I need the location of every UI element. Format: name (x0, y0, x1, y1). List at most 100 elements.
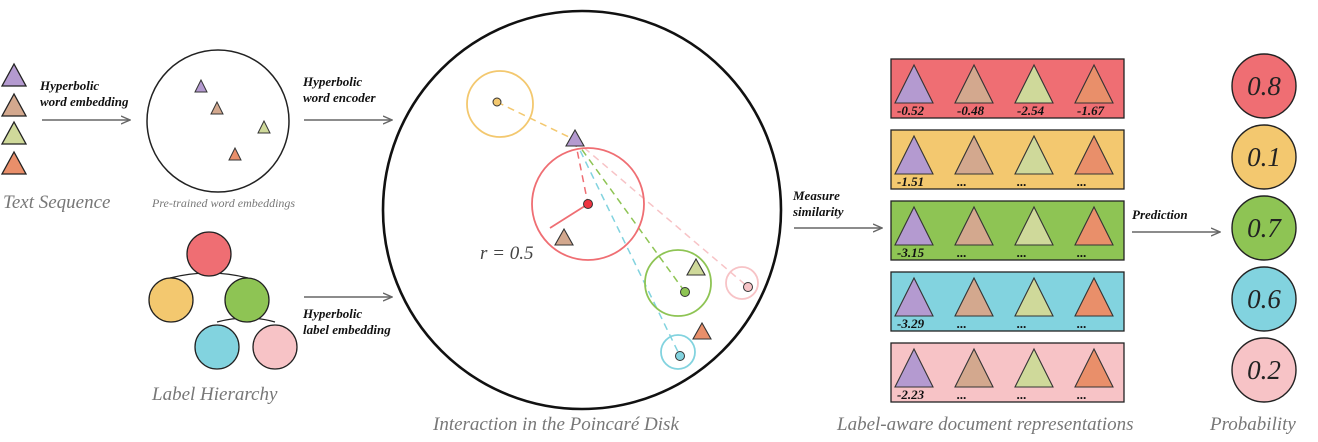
row-triangle-purple (894, 205, 934, 246)
probability-circle (1231, 53, 1297, 119)
row-value: ... (957, 174, 967, 189)
label-hyperbolic-label-embedding-2: label embedding (303, 322, 391, 337)
row-value: -2.54 (1017, 103, 1045, 118)
row-triangle-tan (954, 63, 994, 104)
embedding-triangle-tan (210, 100, 224, 115)
row-value: ... (1017, 174, 1027, 189)
label-hyperbolic-word-encoder-1: Hyperbolic (302, 74, 362, 89)
ball-yellow (466, 70, 534, 138)
probability-circle (1231, 337, 1297, 403)
probability-circle (1231, 195, 1297, 261)
row-triangle-tan (954, 276, 994, 317)
tree-node-green (224, 277, 270, 323)
center-cyan (675, 351, 685, 361)
row-triangle-purple (894, 63, 934, 104)
caption-probability: Probability (1209, 414, 1296, 435)
row-value: -1.67 (1077, 103, 1105, 118)
tree-node-yellow (148, 277, 194, 323)
row-value: ... (957, 245, 967, 260)
label-measure-similarity-1: Measure (792, 188, 840, 203)
token-triangle-orange (0, 150, 28, 175)
probability-circle (1231, 266, 1297, 332)
disk-triangle-tan (554, 227, 574, 246)
probability-item: 0.6 (1231, 266, 1297, 332)
embedding-triangle-purple (194, 78, 208, 93)
row-triangle-tan (954, 134, 994, 175)
row-triangle-lime (1014, 205, 1054, 246)
row-triangle-orange (1074, 276, 1114, 317)
row-value: -3.29 (897, 316, 925, 331)
label-hyperbolic-label-embedding-1: Hyperbolic (302, 306, 362, 321)
row-value: ... (1017, 245, 1027, 260)
row-triangle-tan (954, 347, 994, 388)
probability-column: 0.8 0.1 0.7 0.6 0.2 (1231, 53, 1297, 403)
caption-label-hierarchy: Label Hierarchy (151, 384, 278, 405)
label-hyperbolic-word-encoder-2: word encoder (303, 90, 377, 105)
representation-row: -3.15......... (890, 200, 1125, 261)
center-green (680, 287, 690, 297)
row-triangle-purple (894, 134, 934, 175)
dashed-link-cyan (574, 139, 681, 357)
probability-value: 0.2 (1247, 355, 1281, 385)
dashed-link-yellow (496, 101, 576, 141)
token-triangle-tan (0, 92, 28, 117)
row-triangle-lime (1014, 63, 1054, 104)
caption-pretrained-embeddings: Pre-trained word embeddings (151, 196, 295, 210)
disk-triangle-purple (565, 128, 585, 147)
row-triangle-orange (1074, 205, 1114, 246)
probability-value: 0.7 (1247, 213, 1282, 243)
row-triangle-orange (1074, 63, 1114, 104)
row-value: ... (1017, 387, 1027, 402)
tree-node-pink (252, 324, 298, 370)
label-aware-representations: -0.52 -0.48 -2.54 -1.67 -1.51......... -3.15.… (890, 58, 1125, 403)
dashed-link-red (574, 139, 589, 205)
row-value: ... (1017, 316, 1027, 331)
row-value: -0.48 (957, 103, 985, 118)
representation-row: -0.52 -0.48 -2.54 -1.67 (890, 58, 1125, 119)
center-red (583, 199, 593, 209)
probability-item: 0.1 (1231, 124, 1297, 190)
row-value: ... (957, 316, 967, 331)
row-triangle-tan (954, 205, 994, 246)
center-pink (743, 282, 753, 292)
radius-label: r = 0.5 (480, 243, 533, 264)
label-prediction: Prediction (1132, 207, 1188, 222)
caption-poincare-disk: Interaction in the Poincaré Disk (432, 414, 679, 435)
ball-red (531, 147, 645, 261)
row-value: -0.52 (897, 103, 925, 118)
dashed-link-green (574, 139, 686, 293)
label-measure-similarity-2: similarity (792, 204, 844, 219)
label-hierarchy-tree (148, 231, 298, 370)
row-value: ... (1077, 174, 1087, 189)
probability-item: 0.2 (1231, 337, 1297, 403)
ball-green (644, 249, 712, 317)
probability-circle (1231, 124, 1297, 190)
row-triangle-purple (894, 347, 934, 388)
token-triangle-lime (0, 120, 28, 145)
probability-item: 0.7 (1231, 195, 1297, 261)
probability-value: 0.8 (1247, 71, 1281, 101)
representation-row: -1.51......... (890, 129, 1125, 190)
pretrained-embeddings-circle (146, 49, 290, 193)
row-value: -2.23 (897, 387, 925, 402)
caption-text-sequence: Text Sequence (3, 192, 110, 213)
row-value: ... (1077, 387, 1087, 402)
probability-value: 0.1 (1247, 142, 1281, 172)
row-triangle-lime (1014, 347, 1054, 388)
embedding-triangle-lime (257, 119, 271, 134)
row-value: ... (1077, 316, 1087, 331)
ball-cyan (660, 334, 696, 370)
radius-line-red (549, 203, 589, 229)
ball-pink (725, 266, 759, 300)
disk-triangle-orange (692, 321, 712, 340)
tree-node-cyan (194, 324, 240, 370)
row-triangle-lime (1014, 134, 1054, 175)
row-value: ... (957, 387, 967, 402)
token-triangle-purple (0, 62, 28, 87)
embedding-triangle-orange (228, 146, 242, 161)
row-triangle-purple (894, 276, 934, 317)
row-triangle-lime (1014, 276, 1054, 317)
probability-item: 0.8 (1231, 53, 1297, 119)
row-triangle-orange (1074, 347, 1114, 388)
